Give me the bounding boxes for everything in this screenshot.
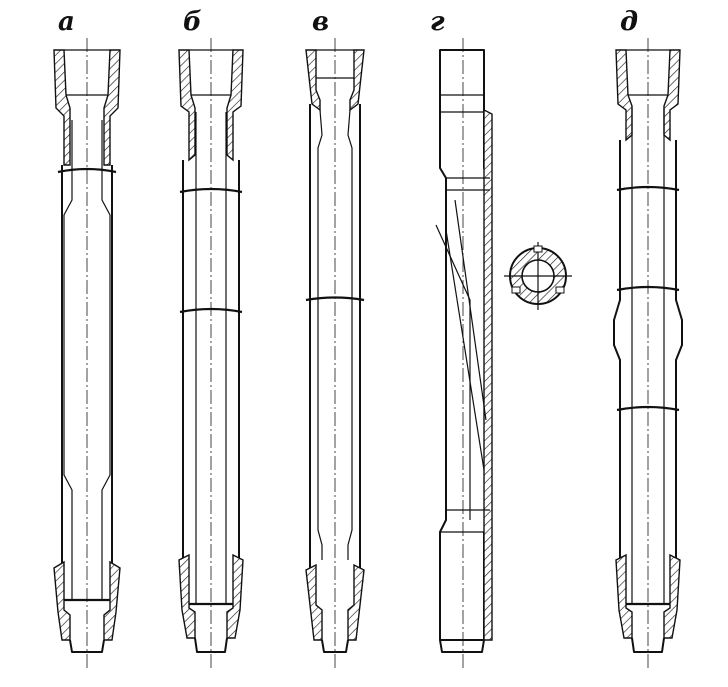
label-v: в	[312, 7, 329, 37]
pipe-g	[435, 38, 493, 668]
label-a: а	[58, 7, 75, 37]
label-g: г	[430, 7, 445, 37]
pipe-a	[53, 38, 121, 668]
pipe-v	[305, 38, 365, 668]
section-view-note: cross-section	[0, 0, 7, 1]
cross-section-view: cross-section	[0, 0, 572, 310]
label-b: б	[183, 7, 202, 37]
pipe-d	[613, 38, 683, 668]
label-d: д	[620, 7, 638, 37]
pipe-b	[178, 38, 244, 668]
